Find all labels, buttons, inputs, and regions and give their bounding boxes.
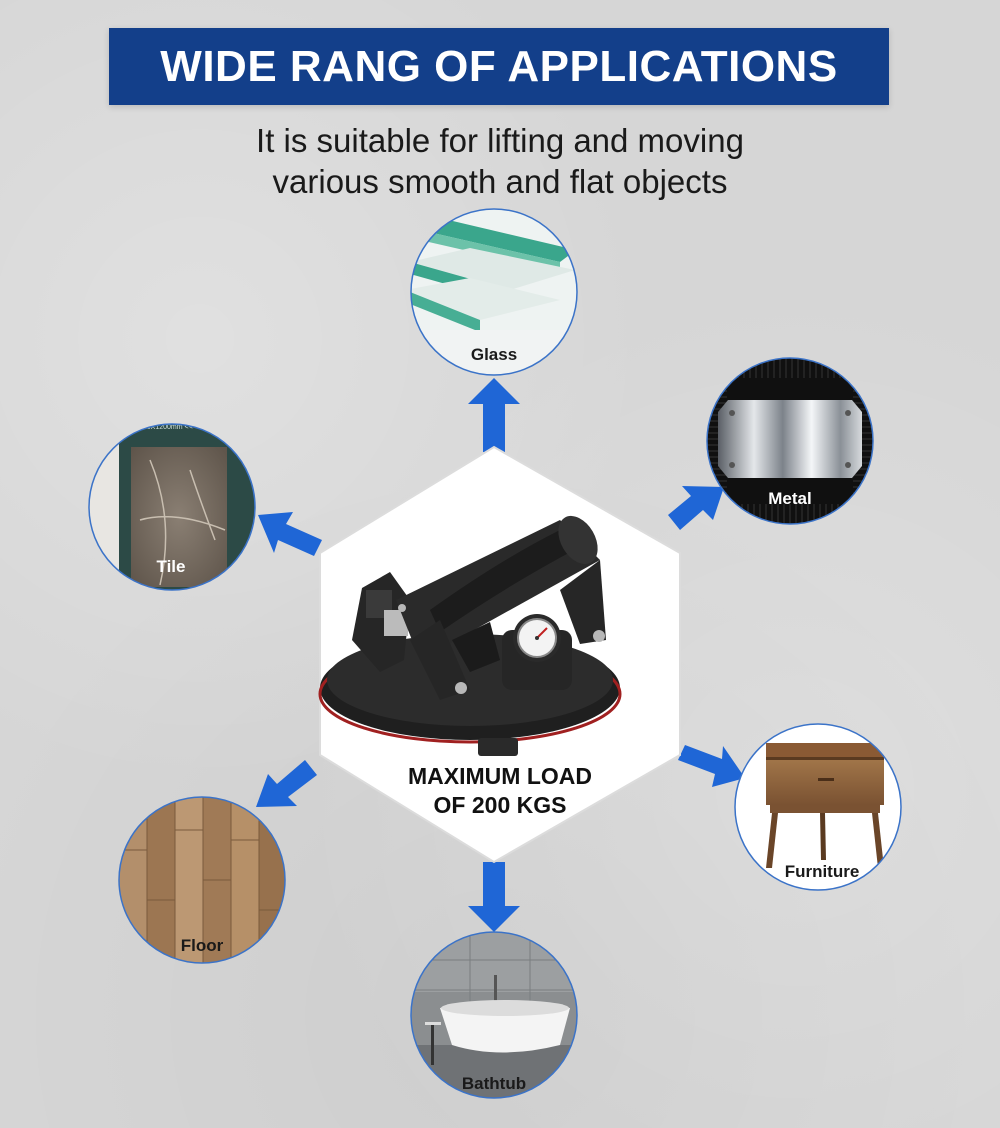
subtitle-line-2: various smooth and flat objects <box>272 163 728 200</box>
arrow-down-right-icon <box>678 745 745 787</box>
suction-cup-product <box>318 515 622 756</box>
metal-circle <box>707 358 873 524</box>
max-load-line-1: MAXIMUM LOAD <box>408 763 592 789</box>
arrow-up-icon <box>468 378 520 452</box>
max-load-text: MAXIMUM LOAD OF 200 KGS <box>340 762 660 820</box>
glass-circle-border <box>410 208 578 376</box>
floor-circle <box>119 797 285 963</box>
metal-label: Metal <box>768 489 812 508</box>
subtitle: It is suitable for lifting and moving va… <box>0 120 1000 202</box>
arrow-down-icon <box>468 862 520 932</box>
tile-stamp: 600X1200mm <<< <box>139 424 197 431</box>
glass-label: Glass <box>470 345 518 364</box>
furniture-label: Furniture <box>784 862 860 881</box>
arrow-up-right-icon <box>668 486 724 530</box>
subtitle-line-1: It is suitable for lifting and moving <box>256 122 744 159</box>
bathtub-circle-border <box>410 931 578 1099</box>
floor-circle-border <box>118 796 286 964</box>
tile-circle-border <box>88 423 256 591</box>
bathtub-label: Bathtub <box>461 1074 527 1093</box>
arrow-down-left-icon <box>256 760 317 807</box>
furniture-circle-border <box>734 723 902 891</box>
furniture-circle <box>735 724 901 890</box>
glass-circle <box>411 209 577 375</box>
metal-circle-border <box>706 357 874 525</box>
arrow-up-left-icon <box>258 512 322 556</box>
max-load-line-2: OF 200 KGS <box>433 792 567 818</box>
tile-label: Tile <box>156 557 186 576</box>
arrows <box>256 378 745 932</box>
title-banner: WIDE RANG OF APPLICATIONS <box>109 28 889 105</box>
floor-label: Floor <box>180 936 224 955</box>
